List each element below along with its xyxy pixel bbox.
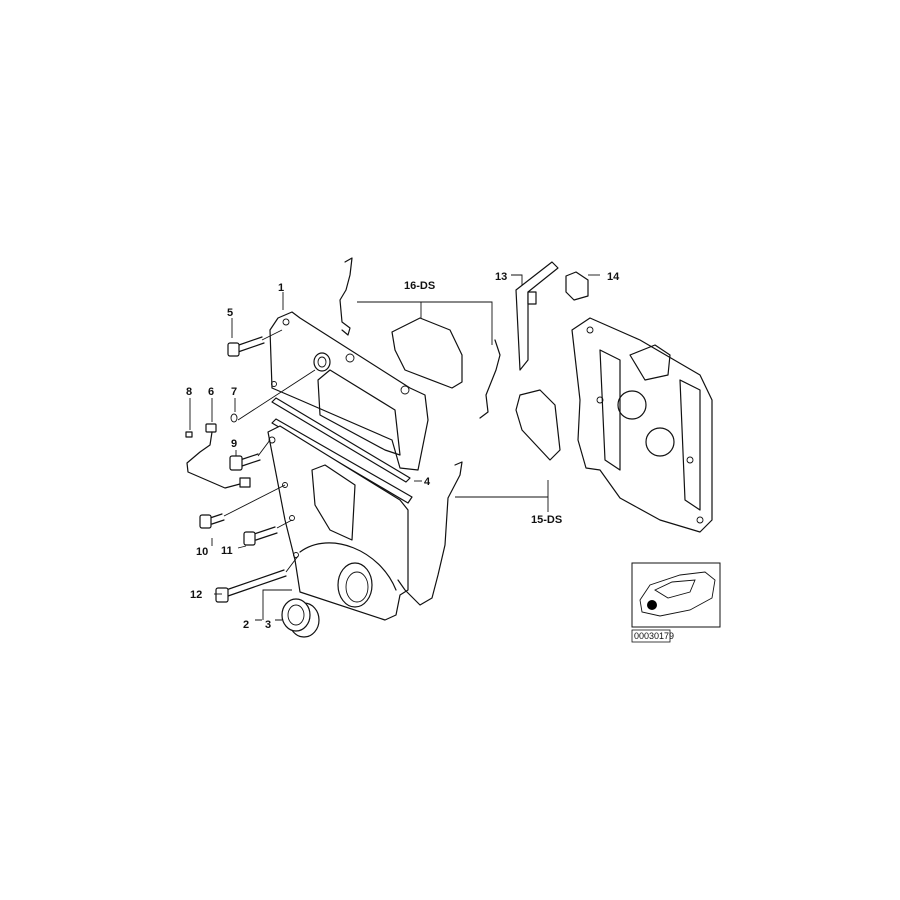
- callout-labels: 1 16-DS 13 14 5 8 6 7 9 4 15-DS 10 11 12…: [186, 271, 620, 631]
- callout-14: 14: [607, 271, 620, 283]
- callout-5: 5: [227, 307, 233, 319]
- gasket-set-15-ds: [397, 389, 561, 606]
- callout-3: 3: [265, 619, 271, 631]
- callout-6: 6: [208, 386, 214, 398]
- upper-timing-cover: [269, 311, 429, 471]
- callout-15-ds: 15-DS: [531, 514, 562, 526]
- callout-11: 11: [221, 545, 233, 557]
- upper-seal-ring: [313, 352, 331, 372]
- callout-10: 10: [196, 546, 208, 558]
- radial-shaft-seal: [281, 598, 320, 638]
- callout-9: 9: [231, 438, 237, 450]
- callout-13: 13: [495, 271, 507, 283]
- clip-14: [565, 271, 589, 301]
- bolt-9: [229, 453, 261, 471]
- callout-4: 4: [424, 476, 431, 488]
- callout-7: 7: [231, 386, 237, 398]
- callout-1: 1: [278, 282, 284, 294]
- location-marker-icon: [647, 600, 657, 610]
- callout-16-ds: 16-DS: [404, 280, 435, 292]
- bolt-11: [243, 526, 278, 546]
- callout-12: 12: [190, 589, 202, 601]
- callout-2: 2: [243, 619, 249, 631]
- bolt-12: [215, 569, 287, 603]
- gasket-set-16-ds: [339, 257, 501, 419]
- bolt-10: [199, 513, 225, 529]
- vehicle-location-inset: 00030179: [631, 562, 721, 643]
- bolt-5: [227, 336, 265, 357]
- callout-8: 8: [186, 386, 192, 398]
- image-code: 00030179: [634, 631, 674, 641]
- lower-timing-cover: [267, 425, 409, 621]
- engine-block: [571, 317, 713, 533]
- guide-strip-13: [515, 261, 559, 371]
- leader-lines: [189, 274, 600, 621]
- sensor-assembly: [185, 413, 251, 489]
